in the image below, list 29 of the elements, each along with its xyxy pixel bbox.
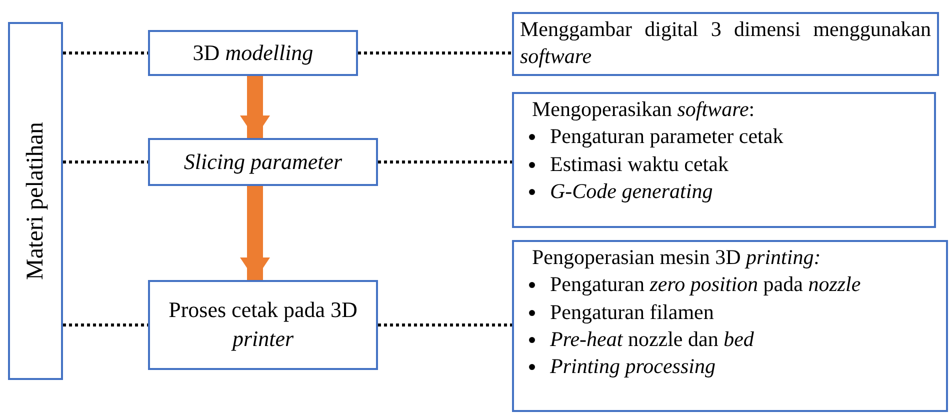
- step-label: 3D modelling: [192, 38, 314, 67]
- process-box: [148, 30, 358, 76]
- step-label: Slicing parameter: [184, 148, 342, 176]
- dotted-connector: [63, 324, 148, 326]
- bullet-item: Pre-heat nozzle dan bed: [550, 326, 754, 351]
- bullet-item: G-Code generating: [550, 178, 713, 203]
- bullet-item: Pengaturan parameter cetak: [550, 124, 784, 148]
- step-label: Proses cetak pada 3D printer: [168, 296, 358, 353]
- description-text: Menggambar digital 3 dimensi menggunakan software: [520, 16, 931, 70]
- description-box: [512, 240, 948, 412]
- dotted-connector: [63, 52, 148, 54]
- vertical-label-box: [8, 22, 63, 380]
- bullet-item: Pengaturan filamen: [550, 300, 714, 324]
- down-arrow: [240, 76, 270, 138]
- dotted-connector: [378, 324, 512, 326]
- process-box: [148, 138, 378, 186]
- dotted-connector: [63, 160, 148, 164]
- description-text: Pengoperasian mesin 3D printing:: [531, 244, 822, 271]
- process-box: [148, 280, 378, 370]
- dotted-connector: [378, 160, 512, 164]
- description-box: [512, 92, 936, 228]
- down-arrow: [240, 186, 270, 280]
- category-label: Materi pelatihan: [22, 122, 49, 280]
- bullet-item: Estimasi waktu cetak: [550, 152, 728, 176]
- bullet-item: Pengaturan zero position pada nozzle: [550, 272, 861, 296]
- bullet-item: Printing processing: [550, 354, 716, 378]
- dotted-connector: [358, 52, 512, 54]
- description-text: Mengoperasikan software:: [531, 96, 756, 123]
- description-box: [512, 12, 939, 76]
